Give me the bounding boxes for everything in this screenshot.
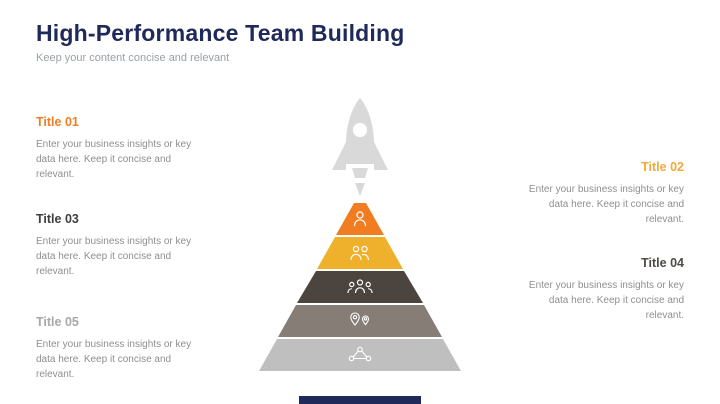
network-people-icon [347,346,373,369]
item-block-4: Title 04 Enter your business insights or… [509,256,684,323]
rocket-icon [326,96,394,196]
item-title-3: Title 03 [36,212,79,226]
item-body-1: Enter your business insights or key data… [36,139,192,180]
footer-accent-bar [299,396,421,404]
item-title-2: Title 02 [641,160,684,174]
person-icon [353,210,367,233]
page-subtitle: Keep your content concise and relevant [36,52,230,64]
item-block-3: Title 03 Enter your business insights or… [36,212,211,279]
pyramid-layer-4 [278,305,442,337]
item-block-2: Title 02 Enter your business insights or… [509,160,684,227]
item-block-1: Title 01 Enter your business insights or… [36,115,211,182]
pyramid-layer-3 [297,271,423,303]
item-title-4: Title 04 [641,256,684,270]
item-block-5: Title 05 Enter your business insights or… [36,315,211,382]
people-icon [349,244,371,267]
location-people-icon [348,312,372,335]
item-title-1: Title 01 [36,115,79,129]
page-title: High-Performance Team Building [36,20,405,46]
item-body-3: Enter your business insights or key data… [36,236,192,277]
item-body-2: Enter your business insights or key data… [528,184,684,225]
pyramid-diagram [250,203,470,373]
item-title-5: Title 05 [36,315,79,329]
pyramid-layer-5 [259,339,461,371]
item-body-4: Enter your business insights or key data… [528,280,684,321]
group-icon [347,278,373,301]
item-body-5: Enter your business insights or key data… [36,339,192,380]
